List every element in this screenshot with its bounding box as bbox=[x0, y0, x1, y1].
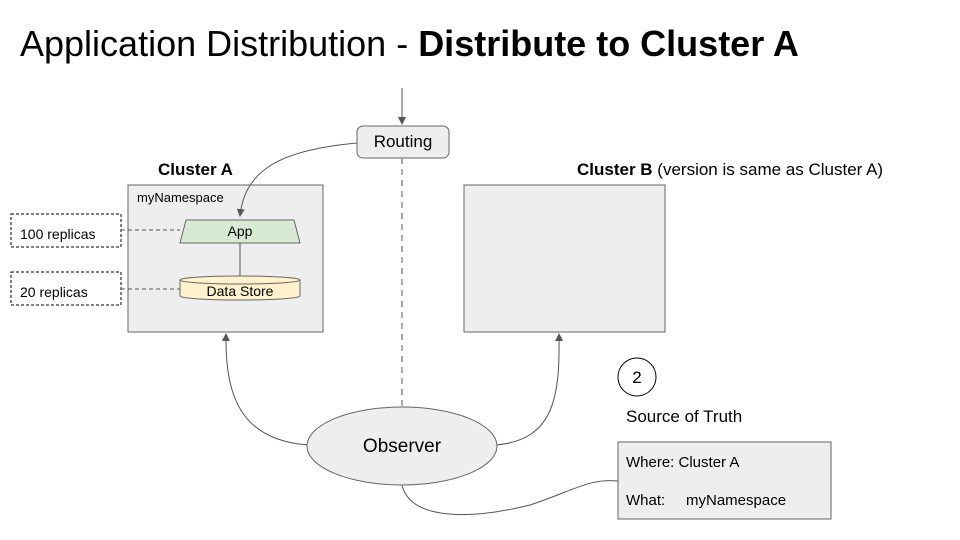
cluster-a-heading: Cluster A bbox=[158, 160, 233, 180]
cluster-a-name: Cluster A bbox=[158, 160, 233, 179]
cluster-b-name: Cluster B bbox=[577, 160, 653, 179]
observer-label[interactable]: Observer bbox=[362, 436, 442, 457]
routing-box[interactable] bbox=[356, 125, 450, 159]
title-emphasis: Distribute to Cluster A bbox=[418, 23, 799, 64]
observer-node[interactable] bbox=[306, 406, 498, 486]
app-replicas-callout bbox=[10, 213, 122, 248]
routing-to-app-arrow bbox=[236, 142, 358, 217]
app-replicas-text: 100 replicas bbox=[20, 226, 96, 242]
observer-to-cluster-a-arrow bbox=[221, 333, 309, 446]
page-title: Application Distribution - Distribute to… bbox=[20, 22, 799, 66]
app-node bbox=[179, 219, 301, 244]
source-of-truth-heading: Source of Truth bbox=[626, 407, 743, 426]
datastore-replicas-text: 20 replicas bbox=[20, 284, 88, 300]
step-badge bbox=[617, 357, 657, 397]
source-of-truth-what-value: myNamespace bbox=[686, 492, 787, 509]
app-label: App bbox=[227, 223, 253, 239]
source-of-truth-box bbox=[617, 441, 832, 520]
cluster-a-box bbox=[127, 184, 324, 333]
datastore-node-top bbox=[179, 275, 301, 285]
cluster-b-box bbox=[463, 184, 666, 333]
datastore-label: Data Store bbox=[206, 283, 274, 299]
observer-source-of-truth-link bbox=[401, 480, 619, 516]
step-badge-number: 2 bbox=[632, 368, 642, 387]
observer-to-cluster-b-arrow bbox=[495, 333, 564, 446]
source-of-truth-what-label: What: bbox=[626, 492, 666, 509]
source-of-truth-where: Where: Cluster A bbox=[626, 454, 740, 471]
cluster-b-heading: Cluster B (version is same as Cluster A) bbox=[577, 160, 883, 180]
routing-label[interactable]: Routing bbox=[373, 132, 433, 151]
namespace-label: myNamespace bbox=[137, 190, 224, 205]
title-prefix: Application Distribution - bbox=[20, 23, 419, 64]
datastore-node-body bbox=[179, 280, 301, 301]
cluster-b-note: (version is same as Cluster A) bbox=[652, 160, 884, 179]
